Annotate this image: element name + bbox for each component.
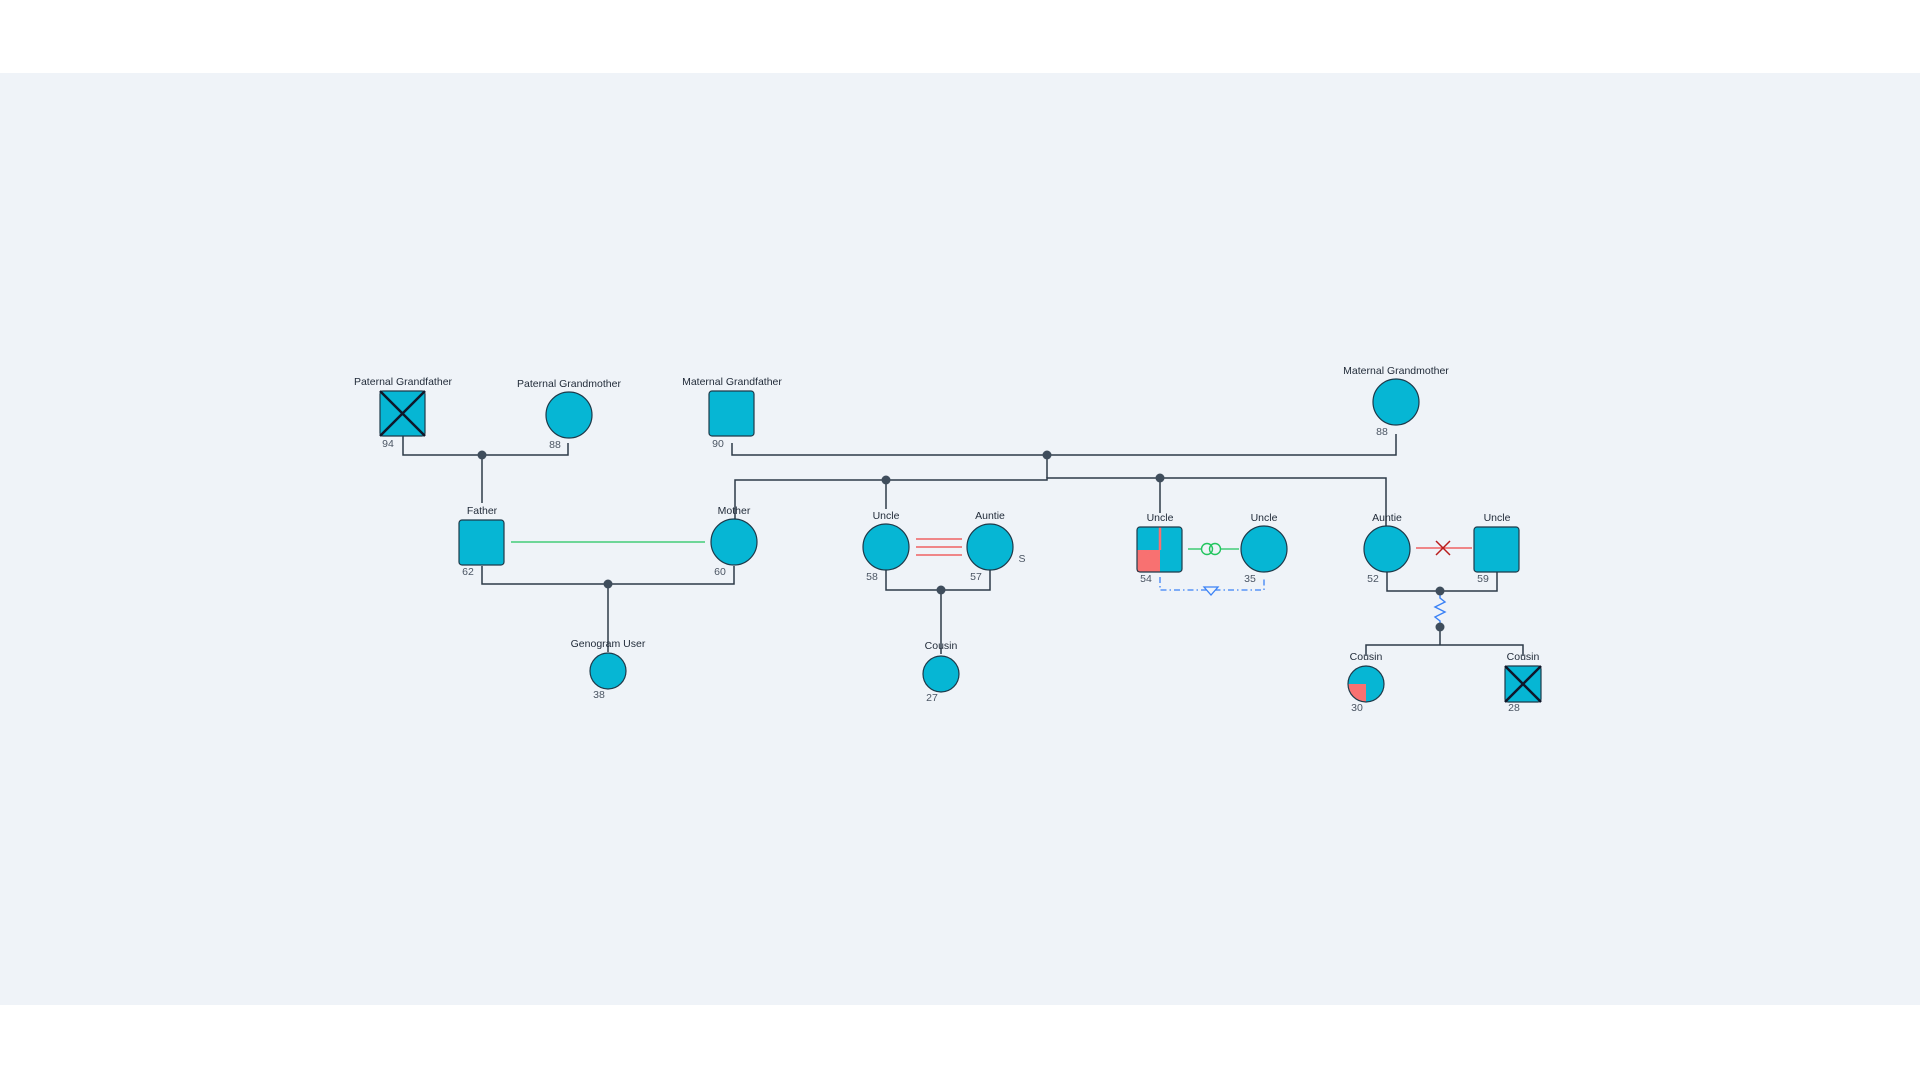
person-cousin-2[interactable]: Cousin 30 <box>1347 651 1385 714</box>
person-age: 54 <box>1140 573 1152 585</box>
male-square <box>708 390 755 437</box>
person-mother[interactable]: Mother 60 <box>710 505 758 578</box>
person-age: 60 <box>714 566 726 578</box>
female-circle <box>1240 525 1288 573</box>
condition-fill-icon <box>1348 684 1366 702</box>
auntie2-union-node[interactable] <box>1435 586 1445 596</box>
person-cousin-1[interactable]: Cousin 27 <box>922 640 960 704</box>
person-label: Father <box>467 505 498 517</box>
female-circle <box>710 518 758 566</box>
paternal-union-node[interactable] <box>477 450 487 460</box>
person-father[interactable]: Father 62 <box>458 505 505 578</box>
deceased-cross-icon <box>379 390 426 437</box>
person-label: Paternal Grandmother <box>517 378 621 390</box>
person-label: Mother <box>718 505 751 517</box>
female-circle <box>589 652 627 690</box>
person-maternal-grandmother[interactable]: Maternal Grandmother 88 <box>1343 365 1449 438</box>
uncle2-uncle3-union-line[interactable] <box>1188 542 1239 556</box>
genogram-canvas[interactable]: Paternal Grandfather 94 Paternal Grandmo… <box>0 73 1920 1005</box>
person-label: Uncle <box>1251 512 1278 524</box>
person-uncle-3[interactable]: Uncle 35 <box>1240 512 1288 585</box>
person-age: 58 <box>866 571 878 583</box>
person-age: 52 <box>1367 573 1379 585</box>
person-auntie-2[interactable]: Auntie 52 <box>1363 512 1411 585</box>
person-age: 38 <box>593 689 605 701</box>
male-square <box>1473 526 1520 573</box>
person-label: Auntie <box>975 510 1005 522</box>
person-age: 30 <box>1351 702 1363 714</box>
person-label: Auntie <box>1372 512 1402 524</box>
person-age: 88 <box>549 439 561 451</box>
person-label: Paternal Grandfather <box>354 376 453 388</box>
person-age: 28 <box>1508 702 1520 714</box>
person-label: Genogram User <box>571 638 646 650</box>
female-circle <box>1363 525 1411 573</box>
genogram-diagram: Paternal Grandfather 94 Paternal Grandmo… <box>354 365 1542 714</box>
maternal-sibship-line <box>734 477 1387 527</box>
person-paternal-grandfather[interactable]: Paternal Grandfather 94 <box>354 376 453 450</box>
relationship-lines <box>511 538 1472 596</box>
person-label: Uncle <box>1484 512 1511 524</box>
person-age: 88 <box>1376 426 1388 438</box>
uncle1-union-node[interactable] <box>936 585 946 595</box>
person-maternal-grandfather[interactable]: Maternal Grandfather 90 <box>682 376 782 450</box>
paternal-couple-line <box>402 436 569 456</box>
sibship-node-right[interactable] <box>1155 473 1165 483</box>
female-circle <box>862 523 910 571</box>
maternal-union-node[interactable] <box>1042 450 1052 460</box>
female-circle <box>922 655 960 693</box>
female-circle <box>545 391 593 439</box>
person-label: Cousin <box>1350 651 1383 663</box>
person-label: Cousin <box>925 640 958 652</box>
person-age: 27 <box>926 692 938 704</box>
family-connectors <box>402 434 1524 656</box>
deceased-cross-icon <box>1504 665 1542 703</box>
person-age: 57 <box>970 571 982 583</box>
person-uncle-2[interactable]: Uncle 54 <box>1136 512 1183 585</box>
person-label: Uncle <box>873 510 900 522</box>
maternal-couple-line <box>731 434 1397 456</box>
person-label: Maternal Grandfather <box>682 376 782 388</box>
person-label: Uncle <box>1147 512 1174 524</box>
person-cousin-3[interactable]: Cousin 28 <box>1504 651 1542 714</box>
person-genogram-user[interactable]: Genogram User 38 <box>571 638 646 701</box>
person-age: 35 <box>1244 573 1256 585</box>
auntie2-zigzag-line <box>1433 591 1447 627</box>
marker-letter: S <box>1018 553 1025 565</box>
auntie2-children-line <box>1365 627 1524 656</box>
person-age: 59 <box>1477 573 1489 585</box>
person-age: 62 <box>462 566 474 578</box>
parents-union-node[interactable] <box>603 579 613 589</box>
person-uncle-4[interactable]: Uncle 59 <box>1473 512 1520 585</box>
auntie2-children-node[interactable] <box>1435 622 1445 632</box>
person-label: Cousin <box>1507 651 1540 663</box>
uncle2-uncle3-distant-line[interactable] <box>1159 577 1265 596</box>
person-auntie-1[interactable]: Auntie 57 S <box>966 510 1026 583</box>
male-square <box>458 519 505 566</box>
condition-fill-icon <box>1137 550 1160 572</box>
person-uncle-1[interactable]: Uncle 58 <box>862 510 910 583</box>
sibship-node-left[interactable] <box>881 475 891 485</box>
person-label: Maternal Grandmother <box>1343 365 1449 377</box>
person-paternal-grandmother[interactable]: Paternal Grandmother 88 <box>517 378 621 451</box>
female-circle <box>1372 378 1420 426</box>
person-age: 90 <box>712 438 724 450</box>
uncle1-auntie1-hostile-line[interactable] <box>916 538 962 556</box>
female-circle <box>966 523 1014 571</box>
person-age: 94 <box>382 438 394 450</box>
auntie2-uncle4-cutoff-line[interactable] <box>1416 540 1472 556</box>
